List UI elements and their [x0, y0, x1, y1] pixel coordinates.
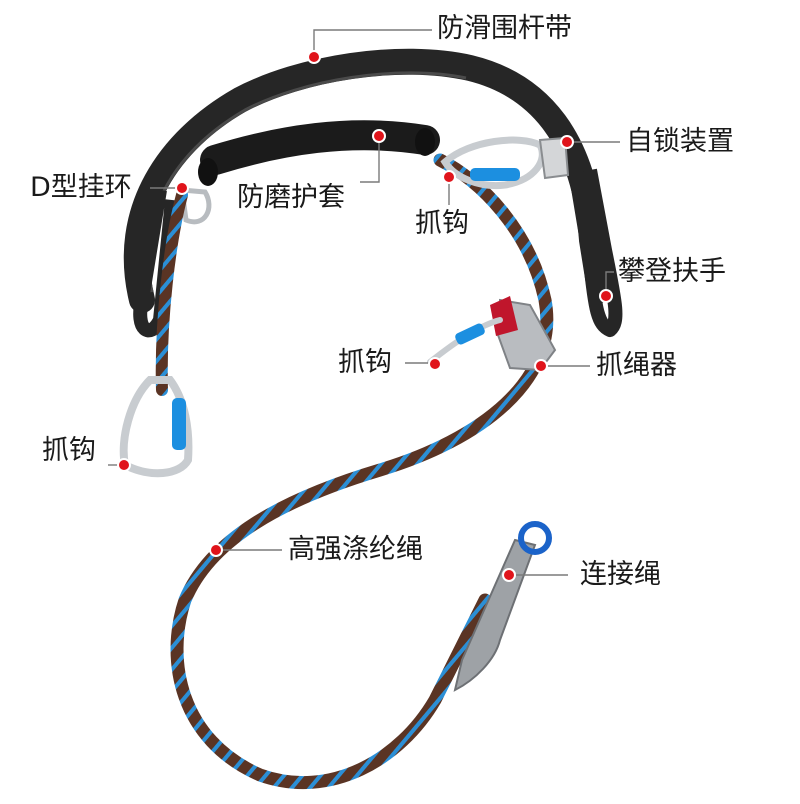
- callout-hook-mid: [405, 357, 442, 371]
- marker-dot: [209, 543, 223, 557]
- carabiner-top: [440, 136, 546, 190]
- callout-climb-handle: [599, 271, 614, 303]
- label-hook-mid: 抓钩: [338, 347, 392, 378]
- high-strength-polyester-rope: [170, 153, 554, 790]
- self-locking-device: [538, 136, 570, 180]
- marker-dot: [175, 181, 189, 195]
- marker-dot: [560, 135, 574, 149]
- climbing-handle-loop: [568, 168, 623, 337]
- marker-dot: [442, 170, 456, 184]
- marker-dot: [599, 289, 613, 303]
- marker-dot: [502, 568, 516, 582]
- marker-dot: [534, 359, 548, 373]
- marker-dot: [372, 129, 386, 143]
- leader-line: [605, 271, 614, 296]
- carabiner-mid-gate: [455, 323, 485, 345]
- d-ring: [179, 187, 212, 225]
- callout-hook-top: [442, 170, 456, 205]
- label-anti-slip-pole-strap: 防滑围杆带: [437, 13, 572, 44]
- callout-d-ring: [150, 181, 189, 195]
- label-connector-rope: 连接绳: [580, 559, 661, 590]
- label-hook-left: 抓钩: [42, 435, 96, 466]
- callout-self-lock: [560, 135, 620, 149]
- label-self-locking-device: 自锁装置: [626, 126, 734, 157]
- connector-eye: [518, 521, 552, 555]
- label-rope-grab: 抓绳器: [596, 350, 677, 381]
- marker-dot: [117, 458, 131, 472]
- label-d-ring: D型挂环: [30, 172, 132, 203]
- sleeve-end-left: [198, 158, 218, 186]
- marker-dot: [428, 357, 442, 371]
- carabiner-left-gate: [172, 398, 186, 450]
- callout-strap: [307, 29, 432, 64]
- sleeve-end-right: [415, 128, 435, 156]
- rope-grab-cam: [490, 296, 518, 336]
- rope-left-segment: [155, 189, 188, 396]
- carabiner-top-gate: [470, 168, 520, 181]
- label-hook-top: 抓钩: [415, 208, 469, 239]
- callout-rope: [209, 543, 282, 557]
- callout-rope-grab: [534, 359, 590, 373]
- label-polyester-rope: 高强涤纶绳: [288, 534, 423, 565]
- callout-connector-rope: [502, 568, 568, 582]
- label-climbing-handle: 攀登扶手: [618, 256, 726, 287]
- wear-resistant-sleeve: [200, 120, 440, 175]
- callout-wear-sleeve: [360, 129, 386, 183]
- label-wear-sleeve: 防磨护套: [237, 182, 345, 213]
- callout-hook-left: [108, 458, 131, 472]
- marker-dot: [307, 50, 321, 64]
- leader-line: [360, 136, 380, 183]
- leader-line: [313, 29, 432, 55]
- anti-slip-pole-strap: [123, 48, 613, 313]
